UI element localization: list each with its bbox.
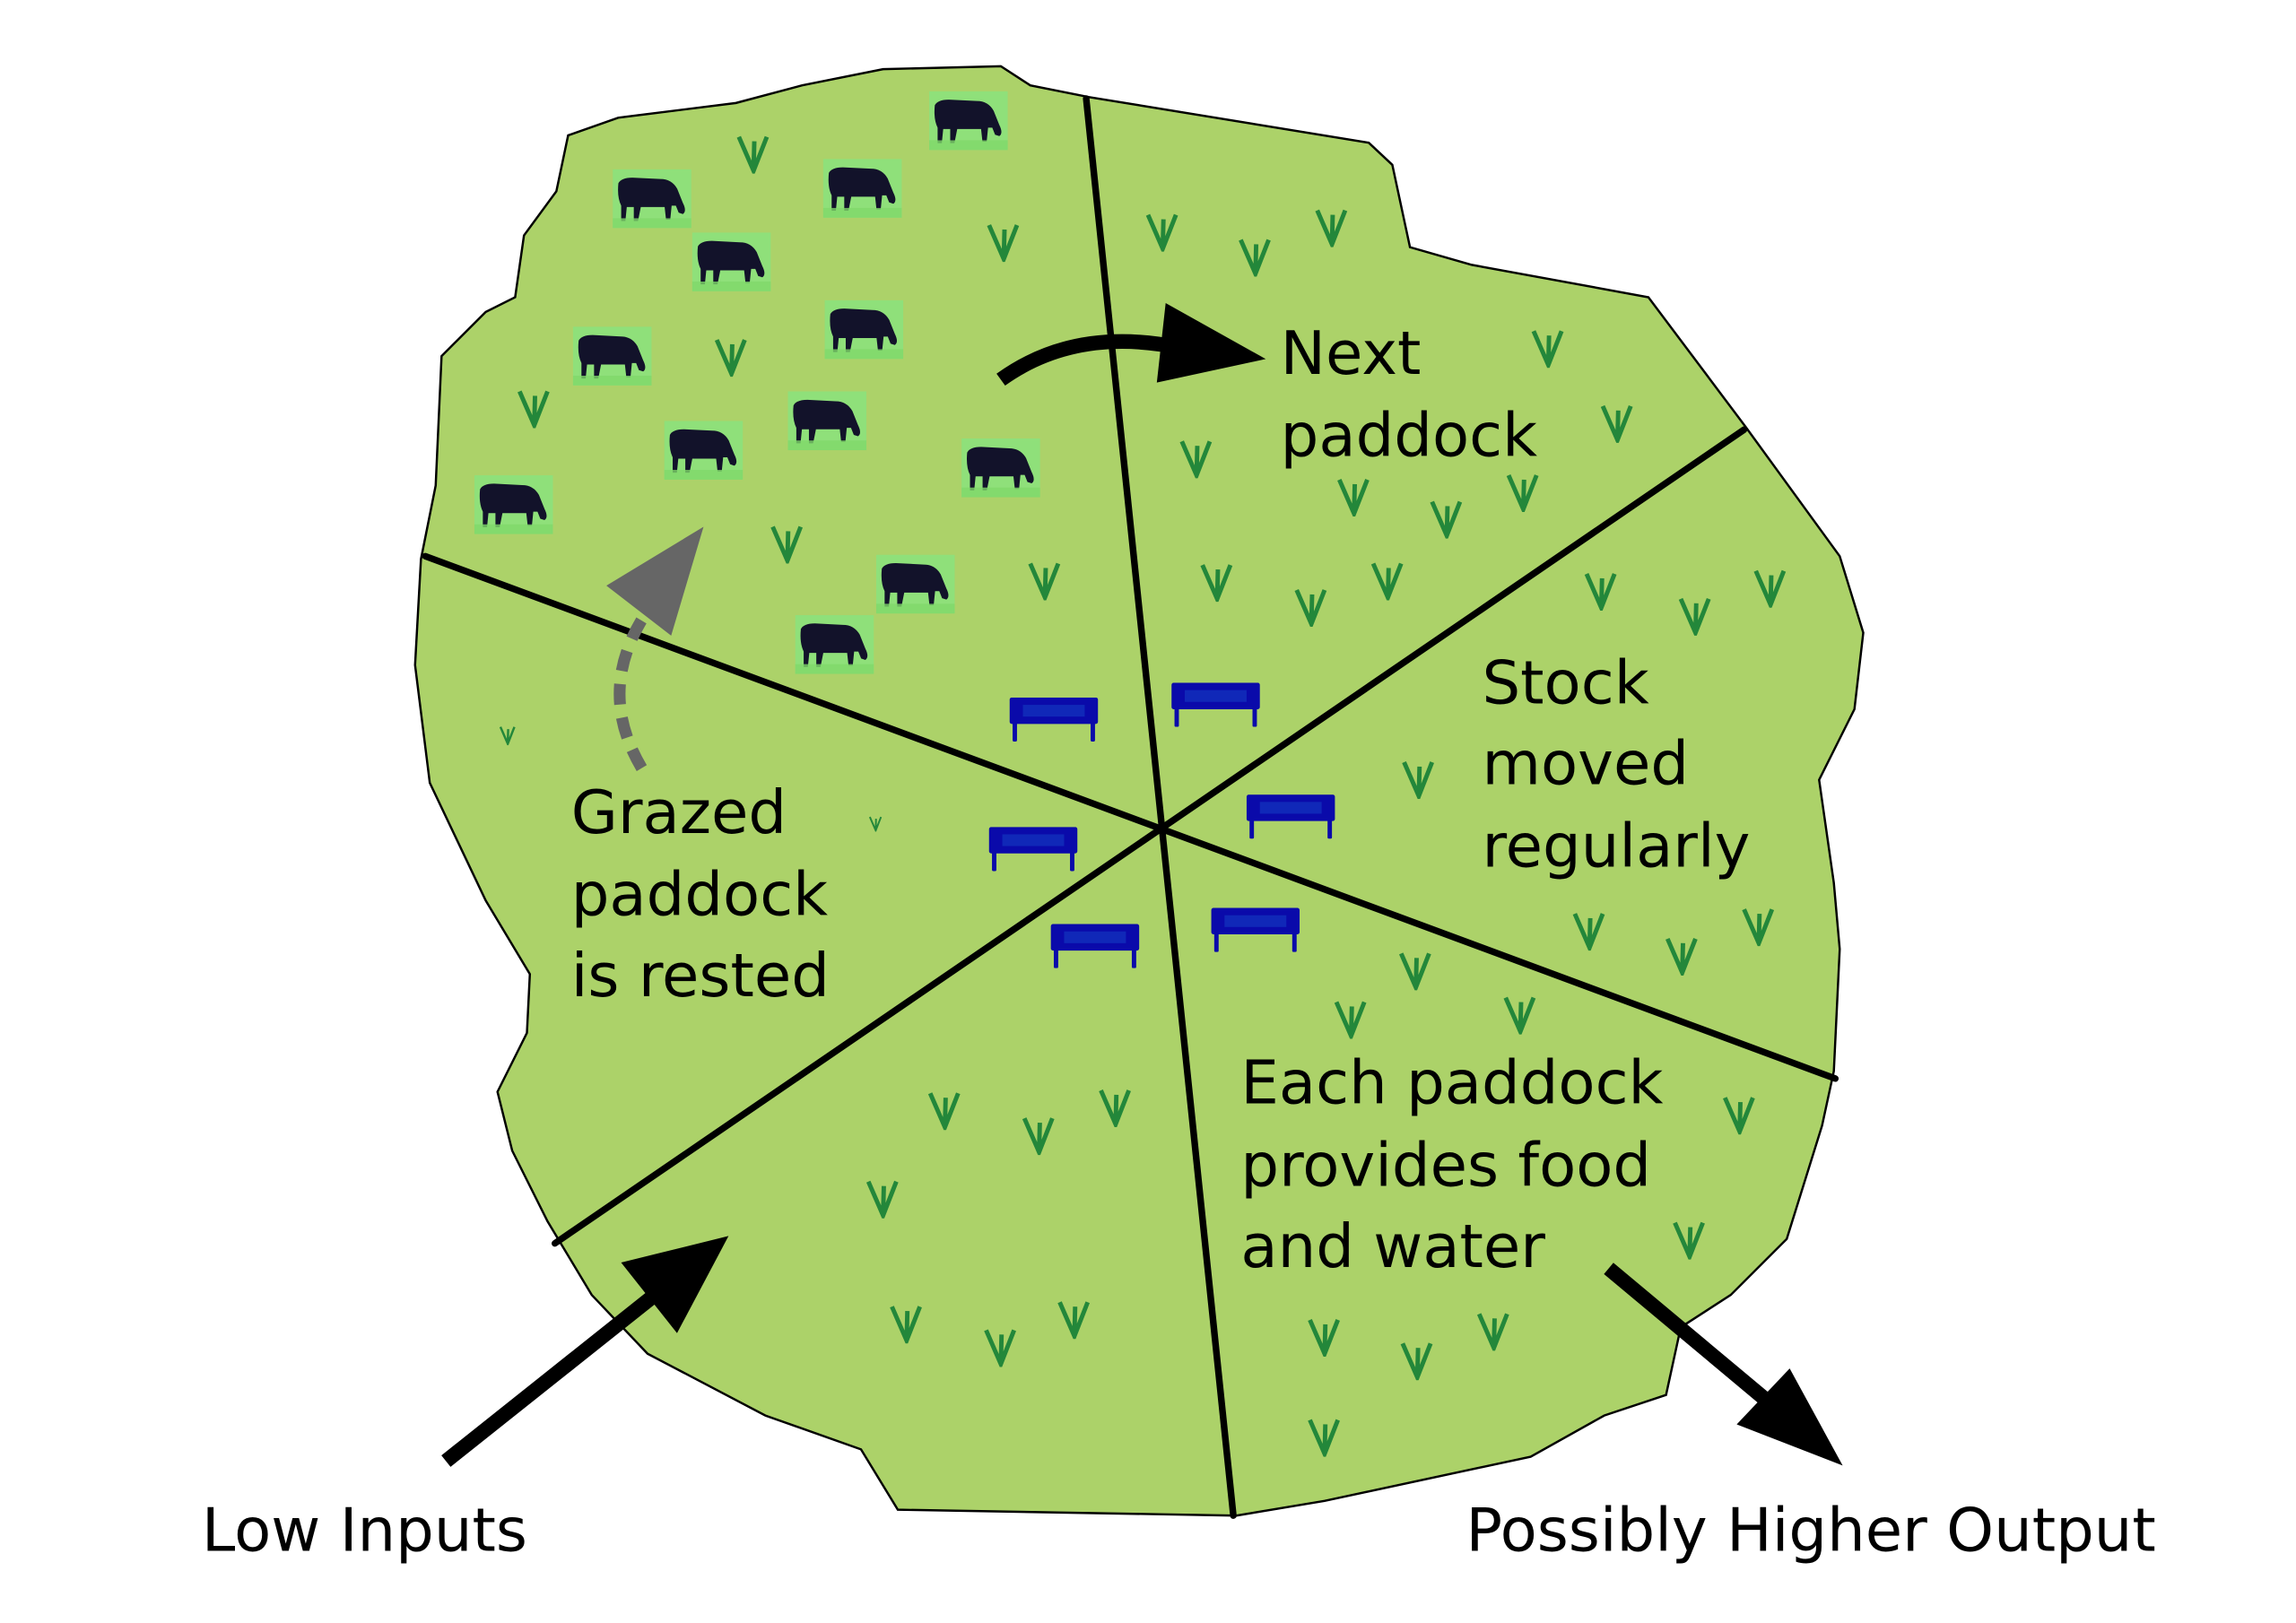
cow-icon (929, 91, 1008, 151)
label-higher-output: Possibly Higher Output (1465, 1496, 2155, 1566)
label-each-paddock: Each paddock provides food and water (1240, 1048, 1683, 1281)
label-low-inputs: Low Inputs (202, 1496, 527, 1566)
cow-icon (474, 475, 553, 534)
next-paddock-arrow (996, 303, 1266, 386)
fence-line (551, 426, 1748, 1247)
cow-icon (961, 438, 1040, 498)
cow-icon (613, 169, 691, 229)
label-grazed-rested: Grazed paddock is rested (571, 777, 848, 1011)
cow-icon (824, 299, 904, 360)
low-inputs-arrow (441, 1236, 729, 1467)
cow-icon (795, 614, 874, 674)
label-next-paddock: Next paddock (1281, 318, 1537, 471)
cow-icon (875, 554, 955, 614)
cow-icon (822, 159, 902, 218)
cow-icon (664, 421, 744, 480)
cow-icon (787, 391, 867, 451)
fence-line (422, 552, 1839, 1082)
cow-icon (691, 232, 771, 291)
label-stock-moved: Stock moved regularly (1483, 647, 1751, 881)
higher-output-arrow (1604, 1263, 1843, 1466)
cow-icon (572, 326, 652, 386)
